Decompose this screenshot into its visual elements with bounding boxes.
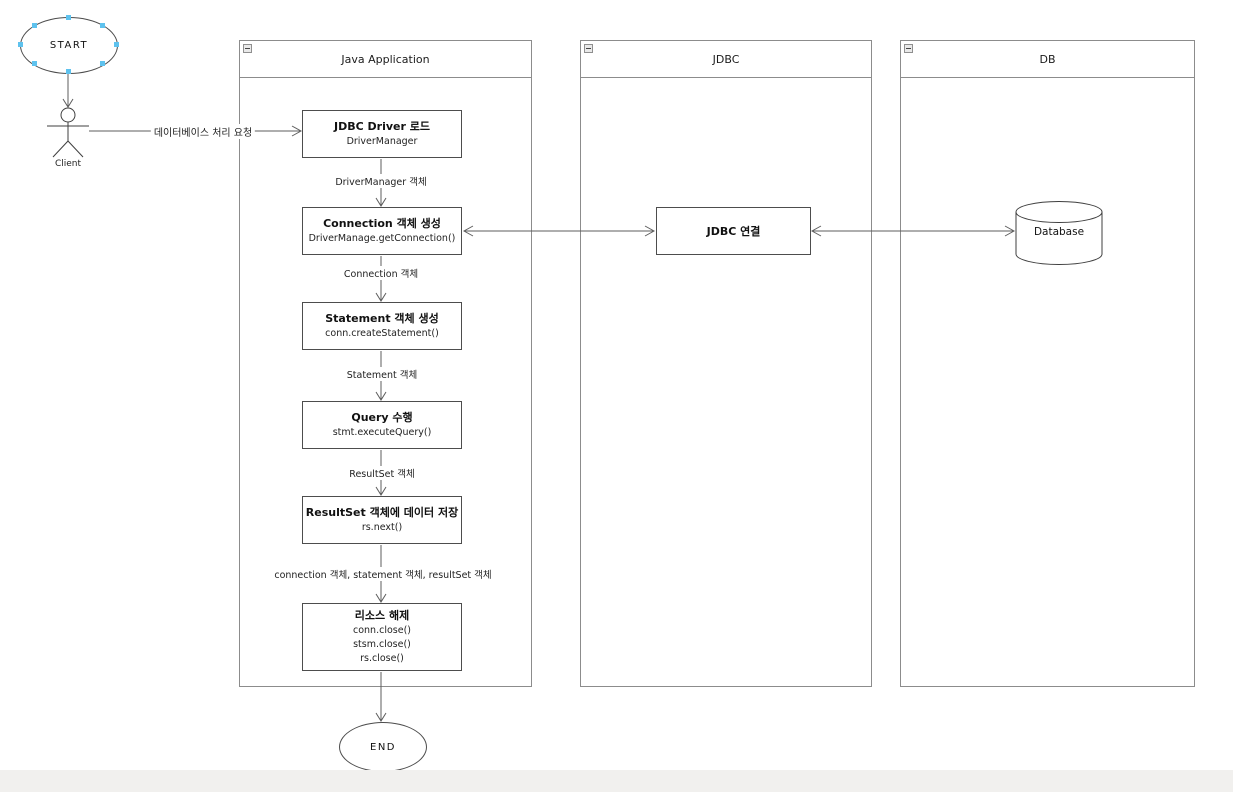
- swimlane-header[interactable]: Java Application: [240, 41, 531, 78]
- lane-title: Java Application: [341, 52, 430, 66]
- flow-label-drivermanager: DriverManager 객체: [332, 174, 430, 188]
- selection-handle[interactable]: [66, 69, 71, 74]
- step-execute-query[interactable]: Query 수행 stmt.executeQuery(): [302, 401, 462, 449]
- step-code: DriverManager: [346, 136, 418, 147]
- step-title: 리소스 해제: [354, 609, 410, 622]
- step-store-resultset[interactable]: ResultSet 객체에 데이터 저장 rs.next(): [302, 496, 462, 544]
- selection-handle[interactable]: [114, 42, 119, 47]
- selection-handle[interactable]: [32, 23, 37, 28]
- step-create-statement[interactable]: Statement 객체 생성 conn.createStatement(): [302, 302, 462, 350]
- end-label: END: [370, 741, 396, 753]
- step-code: stsm.close(): [353, 639, 411, 650]
- selection-handle[interactable]: [18, 42, 23, 47]
- request-connector-label: 데이터베이스 처리 요청: [150, 124, 256, 139]
- swimlane-db[interactable]: DB: [900, 40, 1195, 687]
- client-actor-figure[interactable]: [47, 107, 89, 158]
- selection-handle[interactable]: [32, 61, 37, 66]
- step-create-connection[interactable]: Connection 객체 생성 DriverManage.getConnect…: [302, 207, 462, 255]
- canvas-footer-strip: [0, 770, 1233, 792]
- swimlane-header[interactable]: DB: [901, 41, 1194, 78]
- step-title: Statement 객체 생성: [325, 312, 439, 325]
- step-title: ResultSet 객체에 데이터 저장: [305, 506, 459, 519]
- lane-title: DB: [1039, 52, 1056, 66]
- swimlane-java-application[interactable]: Java Application: [239, 40, 532, 687]
- step-code: DriverManage.getConnection(): [308, 233, 456, 244]
- selection-handle[interactable]: [100, 61, 105, 66]
- database-label: Database: [1033, 226, 1085, 238]
- lane-title: JDBC: [712, 52, 740, 66]
- step-release-resources[interactable]: 리소스 해제 conn.close() stsm.close() rs.clos…: [302, 603, 462, 671]
- selection-handle[interactable]: [100, 23, 105, 28]
- start-to-client-arrow[interactable]: [62, 73, 74, 108]
- step-code: rs.next(): [361, 522, 403, 533]
- swimlane-jdbc[interactable]: JDBC: [580, 40, 872, 687]
- step-title: Connection 객체 생성: [323, 217, 441, 230]
- collapse-lane-icon[interactable]: [904, 44, 913, 53]
- end-node[interactable]: END: [339, 722, 427, 772]
- collapse-lane-icon[interactable]: [584, 44, 593, 53]
- flow-label-resultset: ResultSet 객체: [346, 466, 418, 480]
- step-jdbc-driver-load[interactable]: JDBC Driver 로드 DriverManager: [302, 110, 462, 158]
- jdbc-connection-box[interactable]: JDBC 연결: [656, 207, 811, 255]
- swimlane-header[interactable]: JDBC: [581, 41, 871, 78]
- collapse-lane-icon[interactable]: [243, 44, 252, 53]
- step-title: JDBC Driver 로드: [334, 120, 430, 133]
- flow-label-connection: Connection 객체: [340, 266, 422, 280]
- step-title: Query 수행: [351, 411, 413, 424]
- client-actor-label: Client: [54, 159, 82, 169]
- step-code: conn.close(): [353, 625, 411, 636]
- start-label: START: [49, 40, 89, 51]
- step-code: rs.close(): [360, 653, 404, 664]
- step-code: conn.createStatement(): [325, 328, 439, 339]
- jdbc-connection-label: JDBC 연결: [706, 225, 761, 238]
- step-code: stmt.executeQuery(): [332, 427, 432, 438]
- selection-handle[interactable]: [66, 15, 71, 20]
- flow-label-statement: Statement 객체: [343, 367, 421, 381]
- flow-label-objects: connection 객체, statement 객체, resultSet 객…: [271, 567, 495, 581]
